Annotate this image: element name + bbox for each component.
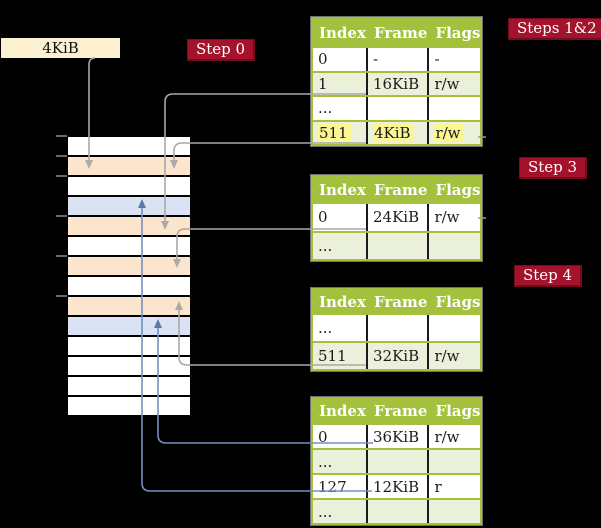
memory-row-6 <box>68 235 190 255</box>
header-cell-index: Index <box>311 17 368 48</box>
cell-frame <box>365 230 430 261</box>
cell-flags: - <box>427 46 483 73</box>
memory-row-11 <box>68 335 190 355</box>
memory-row-8 <box>68 275 190 295</box>
header-cell-frame: Frame <box>365 288 430 315</box>
cell-frame: - <box>365 46 430 73</box>
table-row: ... <box>311 313 483 343</box>
header-cell-frame: Frame <box>365 175 430 204</box>
memory-row-10 <box>68 315 190 335</box>
header-cell-index: Index <box>311 397 368 425</box>
page-table-4: Index Frame Flags 0 36KiB r/w ... 127 12… <box>309 396 484 526</box>
steps1and2-label: Steps 1&2 <box>508 18 601 40</box>
page-table-2: Index Frame Flags 0 24KiB r/w ... <box>309 174 484 262</box>
step4-label: Step 4 <box>514 265 583 287</box>
frame-size-box: 4KiB <box>1 38 120 58</box>
cell-frame <box>365 498 430 525</box>
table-row: 127 12KiB r <box>311 473 483 500</box>
cell-index: ... <box>311 95 368 122</box>
cell-index: 511 <box>311 341 368 371</box>
tick-marks <box>56 135 67 297</box>
cell-flags <box>427 95 483 122</box>
header-cell-frame: Frame <box>365 17 430 48</box>
cell-index: 127 <box>311 473 368 500</box>
cell-index: 0 <box>311 46 368 73</box>
step0-label: Step 0 <box>187 39 256 61</box>
header-cell-index: Index <box>311 288 368 315</box>
header-cell-flags: Flags <box>427 175 483 204</box>
cell-frame <box>365 95 430 122</box>
table-row: 0 24KiB r/w <box>311 202 483 233</box>
cell-index: 511 <box>311 119 368 146</box>
cell-index: ... <box>311 313 368 343</box>
table-header-row: Index Frame Flags <box>311 175 483 204</box>
table-header-row: Index Frame Flags <box>311 397 483 425</box>
cell-index: ... <box>311 498 368 525</box>
table-header-row: Index Frame Flags <box>311 17 483 48</box>
cell-flags: r/w <box>427 119 483 146</box>
cell-frame: 4KiB <box>365 119 430 146</box>
table-row: 1 16KiB r/w <box>311 70 483 97</box>
cell-frame: 36KiB <box>365 423 430 450</box>
page-table-3: Index Frame Flags ... 511 32KiB r/w <box>309 287 484 372</box>
cell-flags <box>427 313 483 343</box>
table-row: ... <box>311 448 483 475</box>
cell-flags <box>427 448 483 475</box>
physical-memory-stack <box>68 135 190 415</box>
cell-flags <box>427 230 483 261</box>
table-row: 511 32KiB r/w <box>311 341 483 371</box>
header-cell-flags: Flags <box>427 17 483 48</box>
cell-frame: 16KiB <box>365 70 430 97</box>
table-row: ... <box>311 95 483 122</box>
step3-label: Step 3 <box>519 157 588 179</box>
cell-frame: 32KiB <box>365 341 430 371</box>
table-header-row: Index Frame Flags <box>311 288 483 315</box>
highlight: 4KiB <box>373 123 414 142</box>
page-table-1: Index Frame Flags 0 - - 1 16KiB r/w ... … <box>309 16 484 147</box>
memory-row-1 <box>68 137 190 155</box>
cell-index: ... <box>311 230 368 261</box>
cell-flags: r/w <box>427 70 483 97</box>
header-cell-flags: Flags <box>427 397 483 425</box>
table-row-highlighted: 511 4KiB r/w <box>311 119 483 146</box>
cell-flags: r/w <box>427 341 483 371</box>
memory-row-4 <box>68 195 190 215</box>
memory-row-14 <box>68 395 190 415</box>
memory-row-9 <box>68 295 190 315</box>
memory-row-2 <box>68 155 190 175</box>
cell-frame: 12KiB <box>365 473 430 500</box>
table-row: ... <box>311 230 483 261</box>
header-cell-index: Index <box>311 175 368 204</box>
cell-index: 1 <box>311 70 368 97</box>
memory-row-3 <box>68 175 190 195</box>
header-cell-flags: Flags <box>427 288 483 315</box>
table-row: ... <box>311 498 483 525</box>
cell-flags: r <box>427 473 483 500</box>
memory-row-12 <box>68 355 190 375</box>
cell-frame: 24KiB <box>365 202 430 233</box>
memory-row-13 <box>68 375 190 395</box>
cell-index: 0 <box>311 423 368 450</box>
cell-frame <box>365 313 430 343</box>
cell-index: 0 <box>311 202 368 233</box>
memory-row-7 <box>68 255 190 275</box>
cell-flags: r/w <box>427 423 483 450</box>
memory-row-5 <box>68 215 190 235</box>
table-row: 0 36KiB r/w <box>311 423 483 450</box>
highlight: r/w <box>434 123 464 142</box>
cell-frame <box>365 448 430 475</box>
cell-index: ... <box>311 448 368 475</box>
cell-flags <box>427 498 483 525</box>
table-row: 0 - - <box>311 46 483 73</box>
cell-flags: r/w <box>427 202 483 233</box>
header-cell-frame: Frame <box>365 397 430 425</box>
highlight: 511 <box>318 123 351 142</box>
